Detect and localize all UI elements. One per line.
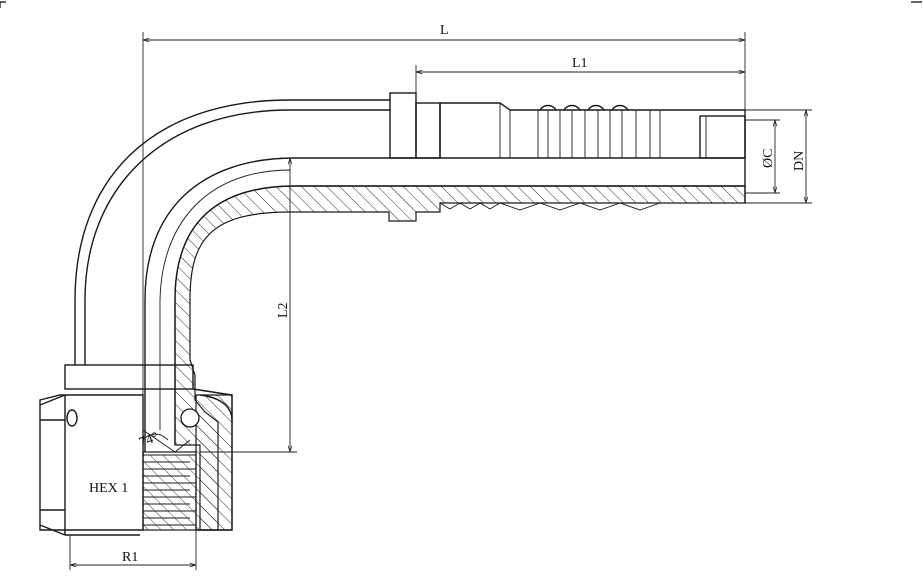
nut-section-hatch — [195, 394, 233, 531]
dimension-C — [745, 119, 780, 194]
corner-marks — [0, 1, 922, 8]
elbow-outer-outline-2 — [84, 109, 390, 365]
elbow-mid-line — [159, 169, 291, 430]
hex-nut — [39, 388, 233, 536]
dimension-DN — [745, 109, 812, 204]
label-L2: L2 — [276, 302, 291, 318]
elbow-inner-bore-top — [144, 157, 745, 452]
dimension-L — [142, 32, 746, 452]
label-angle: 74° — [137, 430, 161, 451]
label-C: ØC — [761, 149, 776, 168]
dimension-L1 — [415, 65, 745, 103]
thread-fill — [143, 455, 196, 530]
dimension-R1 — [69, 530, 197, 570]
label-R1: R1 — [122, 550, 138, 565]
label-DN: DN — [792, 151, 807, 171]
dimension-L2 — [200, 157, 297, 453]
label-hex: HEX 1 — [89, 481, 128, 496]
elbow-outer-outline — [74, 99, 390, 365]
cone-angle-lines — [142, 429, 191, 453]
elbow-inner-wall — [174, 185, 745, 445]
label-L: L — [440, 23, 449, 38]
angle-arc — [142, 433, 169, 441]
hose-tail — [389, 92, 746, 211]
collar — [64, 364, 194, 390]
section-hatch — [174, 185, 746, 531]
seal-ball — [180, 408, 200, 428]
label-L1: L1 — [572, 56, 588, 71]
